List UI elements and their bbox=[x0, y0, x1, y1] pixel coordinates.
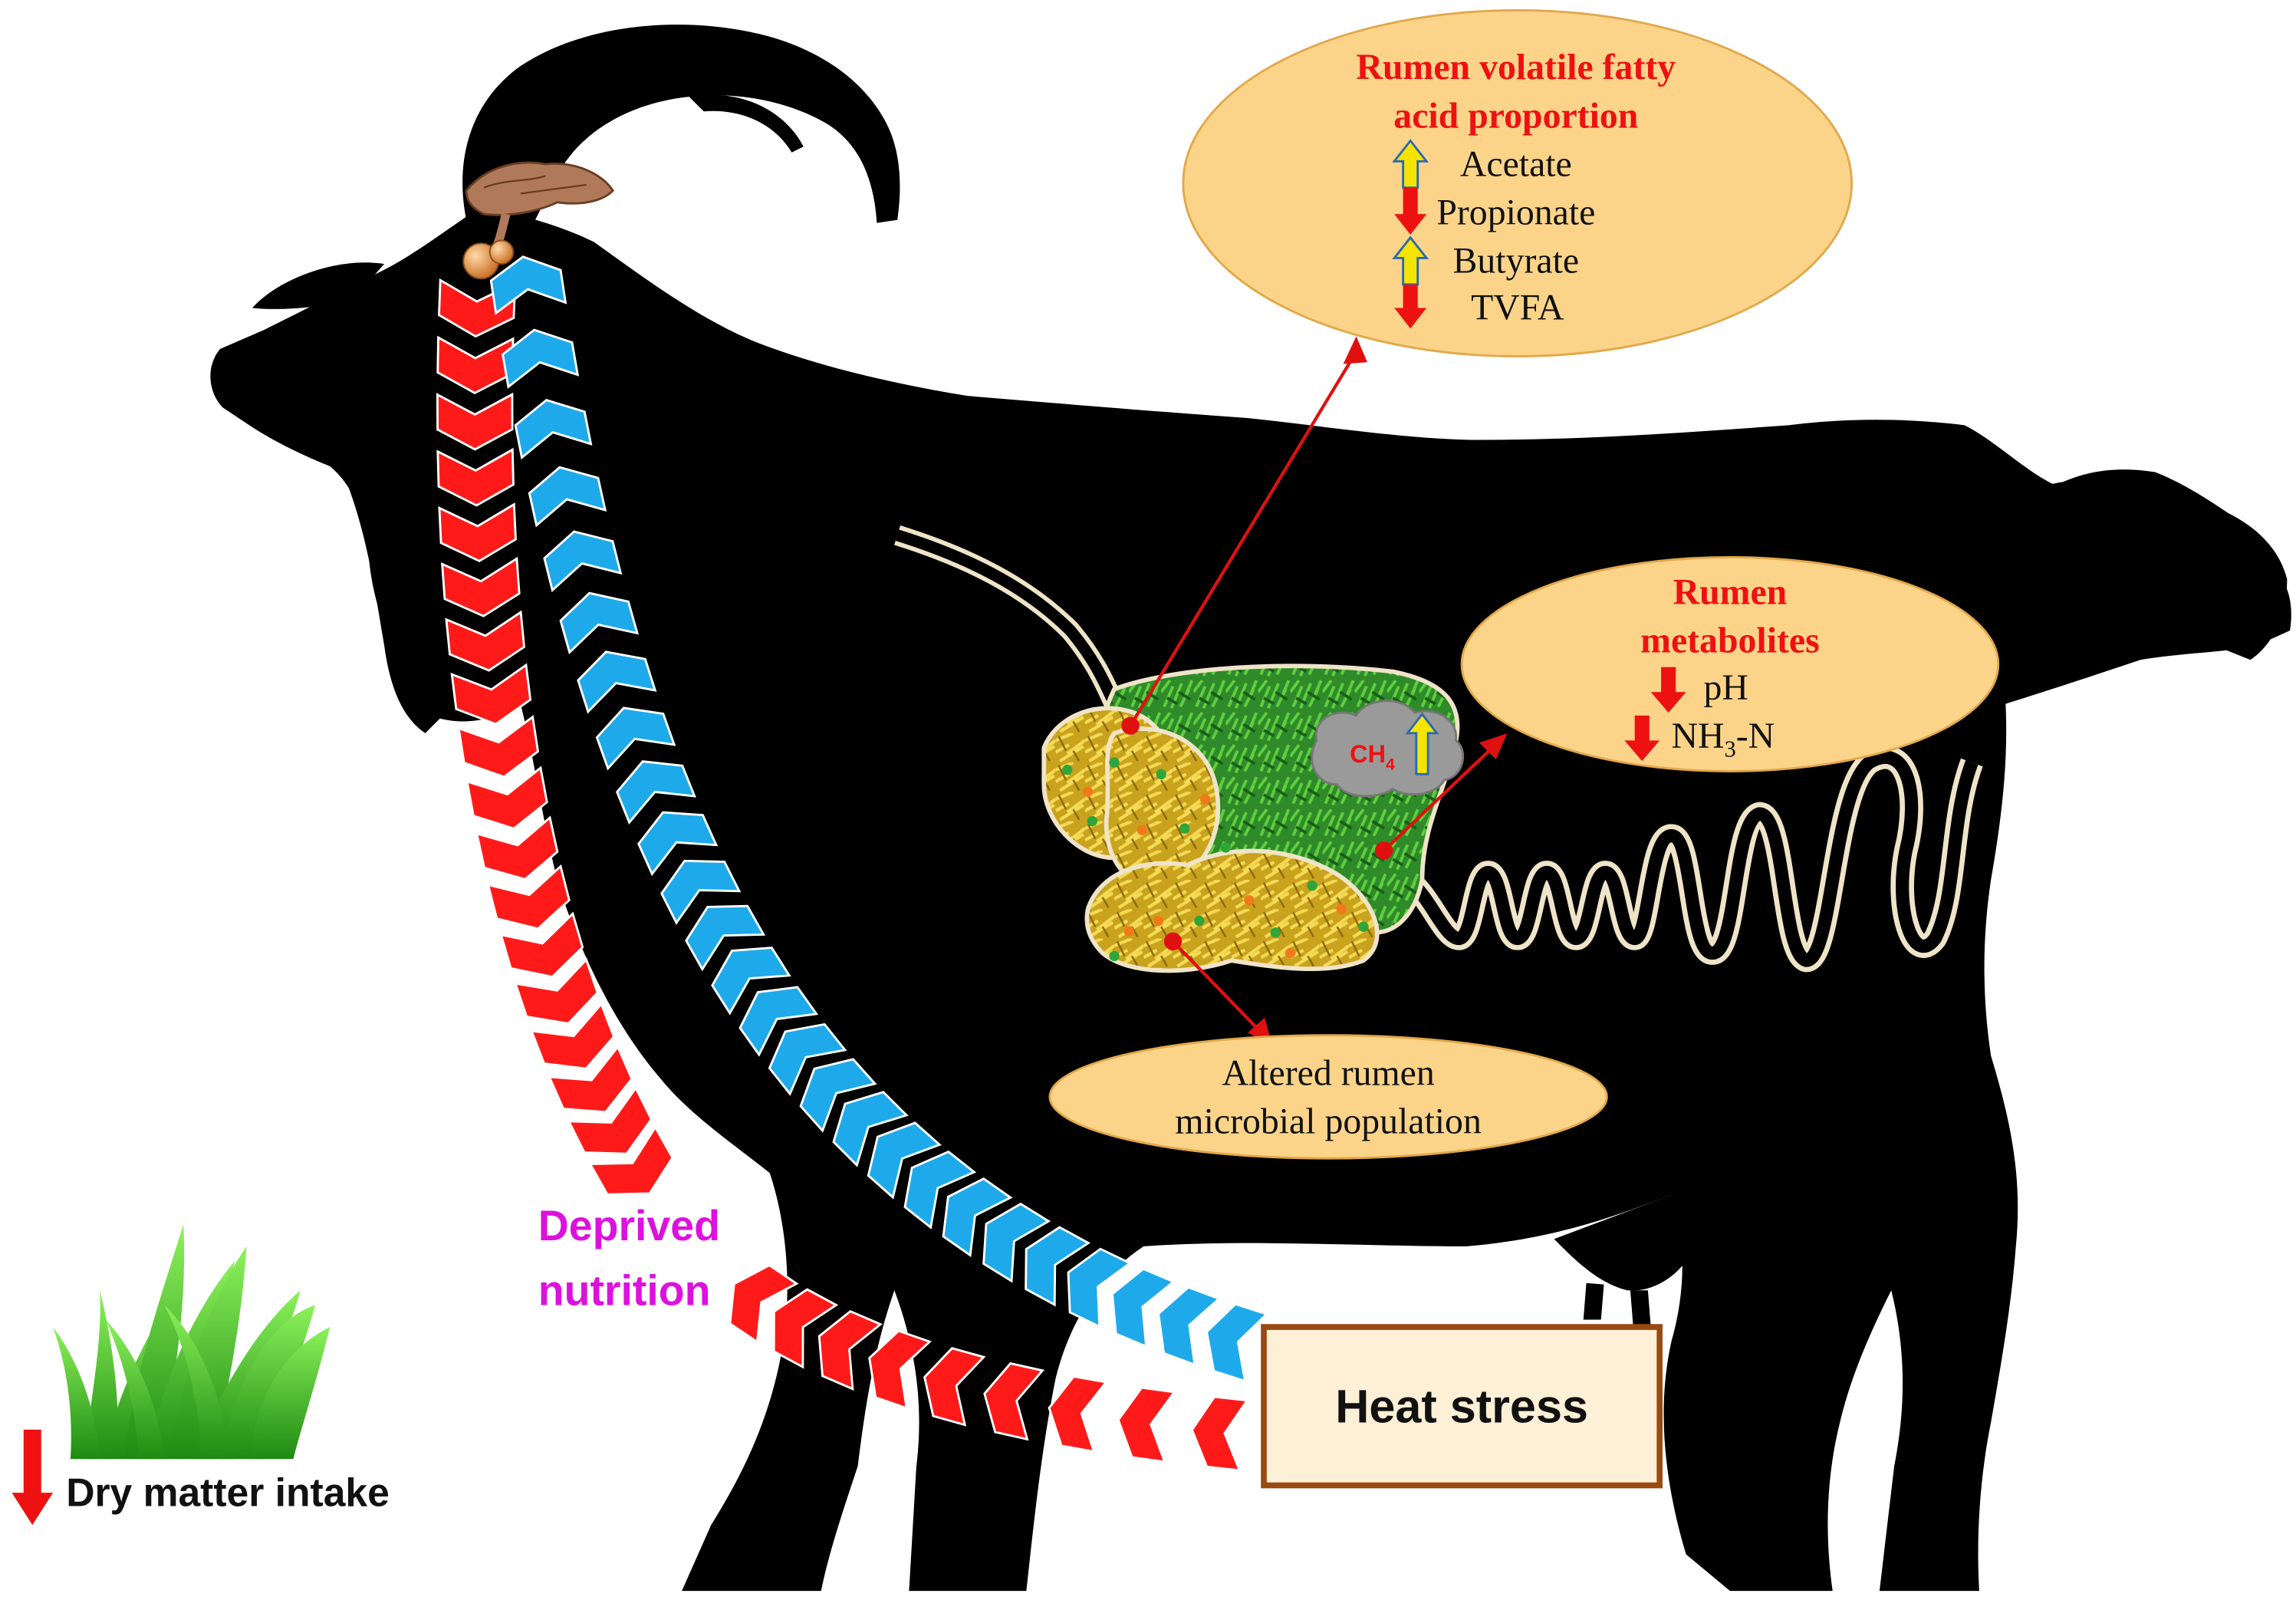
blue-path-heat-chevron bbox=[502, 328, 580, 389]
red-path-brain-chevron bbox=[486, 864, 571, 930]
propionate-label: Propionate bbox=[1436, 192, 1595, 232]
heat-stress-label: Heat stress bbox=[1335, 1380, 1588, 1432]
blue-path-heat-chevron bbox=[1067, 1247, 1133, 1328]
dry-matter-down-arrow-icon bbox=[12, 1429, 53, 1526]
nh3-subscript: 3 bbox=[1724, 736, 1735, 762]
red-path-brain-chevron bbox=[514, 957, 599, 1025]
red-path-brain-chevron bbox=[567, 1085, 653, 1155]
microbial-line1: Altered rumen bbox=[1222, 1053, 1434, 1094]
blue-path-heat-chevron bbox=[903, 1150, 977, 1230]
red-path-heat-chevron bbox=[1190, 1395, 1249, 1472]
red-arrow-path-brain bbox=[436, 278, 674, 1196]
red-path-heat-chevron bbox=[983, 1361, 1045, 1441]
tvfa-label: TVFA bbox=[1471, 288, 1564, 328]
red-path-brain-chevron bbox=[445, 610, 526, 672]
blue-path-heat-chevron bbox=[685, 904, 766, 972]
blue-path-heat-chevron bbox=[559, 591, 640, 655]
nh3-down-arrow-icon bbox=[1624, 715, 1660, 762]
red-path-heat-chevron bbox=[1048, 1375, 1108, 1454]
grass-icon bbox=[52, 1224, 331, 1460]
deprived-line1: Deprived bbox=[538, 1202, 720, 1249]
blue-path-heat-chevron bbox=[637, 811, 719, 877]
blue-path-heat-chevron bbox=[768, 1022, 847, 1096]
microbial-line2: microbial population bbox=[1175, 1101, 1482, 1142]
nh3-suffix: -N bbox=[1736, 716, 1775, 756]
microbial-callout: Altered rumen microbial population bbox=[1048, 1034, 1608, 1160]
blue-path-heat-chevron bbox=[982, 1202, 1051, 1283]
metabolites-title-line1: Rumen bbox=[1673, 572, 1788, 613]
blue-path-heat-chevron bbox=[1025, 1226, 1091, 1307]
red-path-brain-chevron bbox=[465, 765, 548, 830]
blue-path-heat-chevron bbox=[577, 650, 657, 714]
abomasum bbox=[1084, 848, 1380, 973]
red-path-brain-chevron bbox=[588, 1124, 674, 1196]
heat-stress-box: Heat stress bbox=[1261, 1324, 1663, 1489]
red-path-brain-chevron bbox=[499, 911, 584, 979]
blue-path-heat-chevron bbox=[514, 398, 593, 460]
red-path-brain-chevron bbox=[529, 1002, 616, 1070]
ph-label: pH bbox=[1704, 667, 1748, 708]
red-path-heat-chevron bbox=[1117, 1386, 1176, 1463]
red-path-brain-chevron bbox=[436, 447, 515, 507]
methane-cloud: CH4 bbox=[1311, 700, 1465, 798]
red-path-brain-chevron bbox=[441, 556, 521, 617]
metabolites-title-line2: metabolites bbox=[1640, 621, 1820, 661]
blue-path-heat-chevron bbox=[799, 1058, 877, 1133]
blue-path-heat-chevron bbox=[543, 530, 623, 593]
blue-path-heat-chevron bbox=[1206, 1302, 1269, 1383]
blue-path-heat-chevron bbox=[615, 760, 696, 825]
red-path-heat-chevron bbox=[729, 1263, 799, 1345]
blue-path-heat-chevron bbox=[738, 986, 819, 1057]
blue-path-heat-chevron bbox=[489, 255, 567, 315]
svg-text:NH3-N: NH3-N bbox=[1671, 716, 1775, 762]
red-path-heat-chevron bbox=[772, 1288, 839, 1369]
vfa-title-line1: Rumen volatile fatty bbox=[1356, 47, 1676, 87]
brain-icon bbox=[462, 161, 615, 280]
blue-path-heat-chevron bbox=[942, 1177, 1013, 1258]
metabolites-callout: Rumen metabolites pH NH3-N bbox=[1460, 555, 2000, 772]
blue-path-heat-chevron bbox=[867, 1121, 942, 1200]
red-path-brain-chevron bbox=[438, 502, 517, 563]
ph-down-arrow-icon bbox=[1650, 667, 1686, 713]
red-arrow-path-heat-to-nutrition bbox=[729, 1263, 1249, 1472]
nh3-label: NH bbox=[1671, 716, 1724, 756]
red-path-heat-chevron bbox=[923, 1347, 986, 1427]
callout-lines bbox=[1121, 336, 1508, 1046]
vfa-title-line2: acid proportion bbox=[1393, 95, 1638, 136]
blue-path-heat-chevron bbox=[711, 947, 791, 1016]
methane-subscript: 4 bbox=[1386, 756, 1395, 774]
red-path-brain-chevron bbox=[548, 1045, 633, 1114]
acetate-label: Acetate bbox=[1460, 143, 1572, 184]
red-path-brain-chevron bbox=[475, 815, 559, 881]
blue-path-heat-chevron bbox=[1110, 1267, 1176, 1348]
red-path-brain-chevron bbox=[436, 392, 514, 451]
blue-path-heat-chevron bbox=[595, 706, 676, 771]
vfa-callout: Rumen volatile fatty acid proportion Ace… bbox=[1182, 8, 1854, 357]
blue-arrow-path-heat-to-brain bbox=[489, 255, 1269, 1383]
red-path-brain-chevron bbox=[450, 663, 532, 726]
dry-matter-label: Dry matter intake bbox=[66, 1470, 390, 1514]
blue-path-heat-chevron bbox=[528, 466, 607, 528]
red-path-heat-chevron bbox=[817, 1309, 883, 1391]
methane-up-arrow-icon bbox=[1405, 712, 1439, 775]
svg-text:CH4: CH4 bbox=[1350, 740, 1395, 774]
blue-path-heat-chevron bbox=[1157, 1286, 1222, 1367]
propionate-down-arrow-icon bbox=[1394, 187, 1427, 235]
red-path-heat-chevron bbox=[868, 1329, 933, 1410]
deprived-line2: nutrition bbox=[538, 1266, 711, 1314]
blue-path-heat-chevron bbox=[660, 859, 742, 925]
blue-path-heat-chevron bbox=[832, 1091, 909, 1167]
butyrate-label: Butyrate bbox=[1453, 241, 1580, 282]
tvfa-down-arrow-icon bbox=[1394, 284, 1427, 329]
methane-label: CH bbox=[1350, 740, 1386, 768]
red-path-brain-chevron bbox=[457, 715, 540, 779]
